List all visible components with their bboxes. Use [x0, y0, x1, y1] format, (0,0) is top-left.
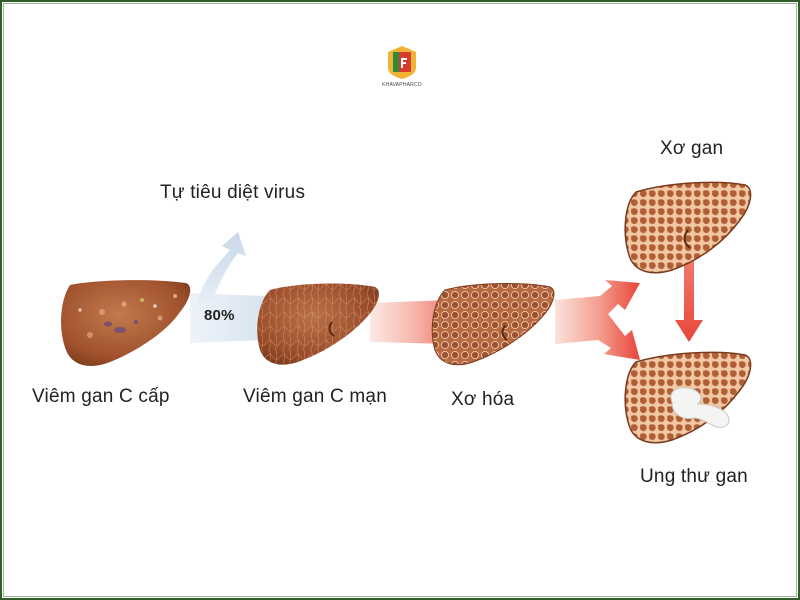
brand-logo-name: KHAVAPHARCO [382, 82, 422, 88]
label-cirrhosis: Xơ gan [660, 138, 724, 159]
arrow-self-clear [198, 232, 246, 302]
label-acute: Viêm gan C cấp [32, 386, 170, 407]
liver-fibrosis [431, 283, 555, 366]
arrow-cirrhosis-to-cancer [675, 250, 703, 342]
arrow-fibrosis-to-branches [555, 280, 640, 360]
label-cancer: Ung thư gan [640, 466, 748, 487]
inner-frame [3, 3, 797, 597]
label-fibrosis: Xơ hóa [451, 389, 515, 410]
brand-logo-icon [388, 46, 416, 79]
liver-acute [61, 280, 191, 366]
arrow-acute-to-chronic [190, 293, 272, 343]
tumor-mass [670, 387, 730, 428]
liver-chronic [257, 283, 379, 365]
label-rate: 80% [204, 307, 235, 324]
label-chronic: Viêm gan C mạn [243, 386, 387, 407]
liver-cancer [624, 351, 752, 444]
brand-logo: KHAVAPHARCO [382, 44, 422, 88]
liver-cirrhosis [624, 181, 752, 274]
label-self-clear: Tự tiêu diệt virus [160, 182, 306, 203]
